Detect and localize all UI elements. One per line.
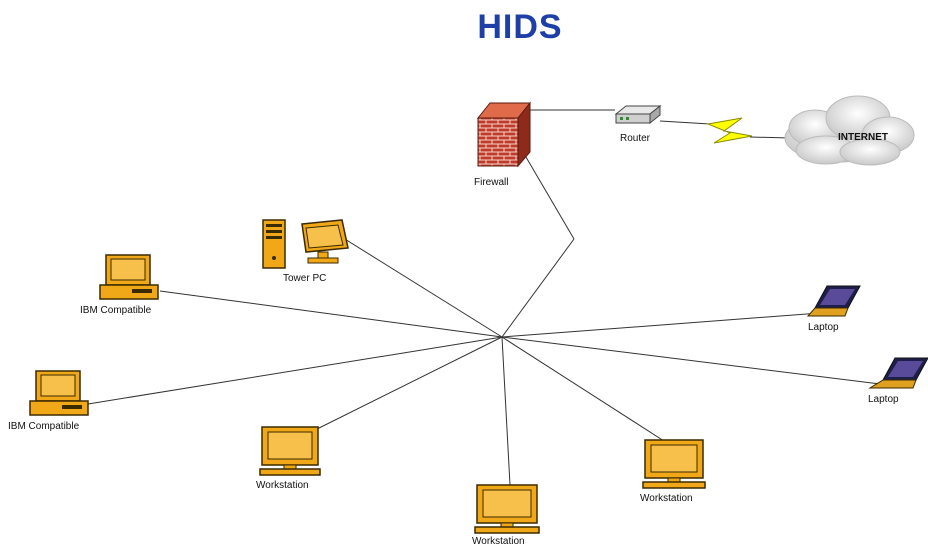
internet-label: INTERNET (838, 132, 888, 143)
ibm-compatible-label-2: IBM Compatible (8, 421, 80, 432)
page-title: HIDS (477, 8, 563, 46)
tower-pc-icon (262, 219, 349, 269)
link-laptop-1 (501, 312, 821, 338)
ibm-compatible-label-1: IBM Compatible (80, 305, 152, 316)
workstation-label-1: Workstation (256, 480, 309, 491)
tower-pc-node[interactable]: Tower PC (262, 219, 349, 284)
link-ibm-2 (87, 336, 503, 405)
workstation-node-2[interactable]: Workstation (472, 484, 540, 545)
workstation-icon (642, 439, 706, 489)
desktop-computer-icon (29, 370, 89, 416)
workstation-node-1[interactable]: Workstation (256, 426, 321, 491)
workstation-node-3[interactable]: Workstation (640, 439, 706, 504)
connection-lines (87, 109, 881, 486)
link-workstation-3 (501, 336, 665, 442)
link-laptop-2 (501, 336, 881, 385)
laptop-label-1: Laptop (808, 322, 839, 333)
internet-node: INTERNET (784, 95, 915, 166)
laptop-icon (806, 285, 861, 317)
workstation-label-2: Workstation (472, 536, 525, 545)
laptop-icon (868, 357, 928, 389)
laptop-node-2[interactable]: Laptop (868, 357, 928, 405)
ibm-compatible-node-1[interactable]: IBM Compatible (80, 254, 159, 316)
laptop-label-2: Laptop (868, 394, 899, 405)
link-hub-bend (501, 238, 575, 338)
router-node[interactable]: Router (614, 104, 662, 144)
firewall-node[interactable]: Firewall (474, 101, 532, 188)
link-lightning-cloud (749, 136, 791, 139)
link-ibm-1 (159, 290, 503, 338)
firewall-label: Firewall (474, 177, 508, 188)
router-label: Router (620, 133, 651, 144)
workstation-icon (474, 484, 540, 534)
link-tower-pc (339, 235, 503, 338)
link-workstation-2 (501, 336, 511, 486)
cloud-icon (784, 95, 915, 166)
link-router-lightning (659, 120, 711, 125)
firewall-icon (476, 101, 532, 168)
desktop-computer-icon (99, 254, 159, 300)
ibm-compatible-node-2[interactable]: IBM Compatible (8, 370, 89, 432)
tower-pc-label: Tower PC (283, 273, 326, 284)
workstation-label-3: Workstation (640, 493, 693, 504)
lightning-icon (706, 117, 753, 144)
workstation-icon (259, 426, 321, 476)
link-workstation-1 (304, 336, 503, 436)
router-icon (614, 104, 662, 125)
laptop-node-1[interactable]: Laptop (806, 285, 861, 333)
